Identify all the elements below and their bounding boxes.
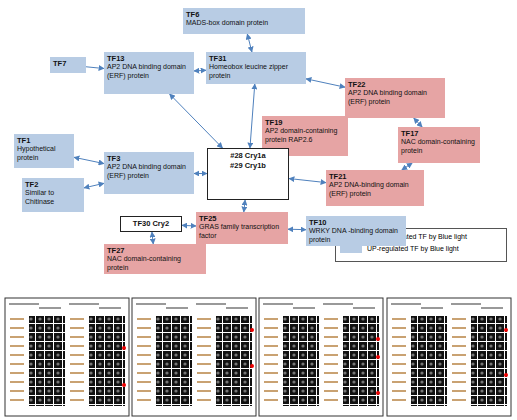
connector-arrow (402, 163, 412, 170)
node-title: TF21 (329, 172, 421, 181)
node-title: TF17 (401, 129, 477, 138)
node-text: AP2 domain-containing protein RAP2.6 (265, 127, 345, 144)
node-text: NAC domain-containing protein (401, 138, 477, 155)
tf-box: TF30 Cry2 (120, 216, 182, 232)
tf-box: TF31Homeobox leucine zipper protein (206, 52, 306, 84)
node-text: Similar to Chitinase (25, 189, 81, 206)
node-title: TF1 (17, 136, 71, 145)
connector-arrow (250, 84, 255, 148)
node-text: WRKY DNA -binding domain protein (309, 227, 403, 244)
node-title: TF25 (199, 214, 285, 223)
node-text: AP2 DNA-binding domain (ERF) protein (329, 181, 421, 198)
node-text: #29 Cry1b (211, 161, 285, 171)
connector-arrow (289, 179, 326, 183)
node-title: TF6 (186, 10, 302, 19)
node-text: AP2 DNA binding domain (ERF) protein (107, 63, 191, 80)
connector-arrow (194, 173, 207, 174)
tf-box: TF25GRAS family transcription factor (196, 212, 288, 244)
node-title: TF7 (53, 59, 83, 68)
connector-arrow (306, 79, 345, 87)
node-title: TF2 (25, 180, 81, 189)
node-title: TF13 (107, 54, 191, 63)
tf-box: TF2Similar to Chitinase (22, 178, 84, 212)
tf-box: TF22AP2 DNA binding domain (ERF) protein (345, 78, 445, 118)
tf-box: TF13AP2 DNA binding domain (ERF) protein (104, 52, 194, 94)
node-title: TF19 (265, 118, 345, 127)
node-title: TF10 (309, 218, 403, 227)
tf-box: #28 Cry1a#29 Cry1b (207, 148, 289, 200)
connector-arrow (414, 118, 422, 127)
tf-box: TF17NAC domain-containing protein (398, 127, 480, 163)
node-text: MADS-box domain protein (186, 19, 302, 28)
node-title: TF3 (107, 154, 191, 163)
connector-arrow (194, 70, 206, 72)
connector-arrow (182, 225, 196, 227)
node-title: TF22 (348, 80, 442, 89)
node-title: #28 Cry1a (211, 151, 285, 161)
tf-box: TF27NAC domain-containing protein (104, 244, 206, 274)
connector-arrow (74, 157, 104, 163)
tf-box: TF10WRKY DNA -binding domain protein (306, 216, 406, 246)
tf-box: TF1Hypothetical protein (14, 134, 74, 168)
node-text: AP2 DNA binding domain (ERF) protein (107, 163, 191, 180)
node-title: TF27 (107, 246, 203, 255)
tf-box: TF7 (50, 57, 86, 73)
node-text: Homeobox leucine zipper protein (209, 63, 303, 80)
tf-box: TF21AP2 DNA-binding domain (ERF) protein (326, 170, 424, 206)
legend-text: UP-regulated TF by Blue light (367, 245, 459, 252)
connector-arrow (152, 232, 153, 244)
node-text: GRAS family transcription factor (199, 223, 285, 240)
connector-arrow (170, 94, 223, 148)
connector-arrow (84, 183, 104, 188)
connector-arrow (244, 200, 245, 212)
tf-box: TF3AP2 DNA binding domain (ERF) protein (104, 152, 194, 194)
node-text: AP2 DNA binding domain (ERF) protein (348, 89, 442, 106)
connector-arrow (86, 67, 104, 69)
node-text: NAC domain-containing protein (107, 255, 203, 272)
tf-box: TF6MADS-box domain protein (183, 8, 305, 34)
node-title: TF31 (209, 54, 303, 63)
node-text: Hypothetical protein (17, 145, 71, 162)
blot-panels (0, 296, 517, 420)
connector-arrow (288, 229, 306, 230)
node-title: TF30 Cry2 (124, 219, 178, 229)
connector-arrow (247, 34, 252, 52)
